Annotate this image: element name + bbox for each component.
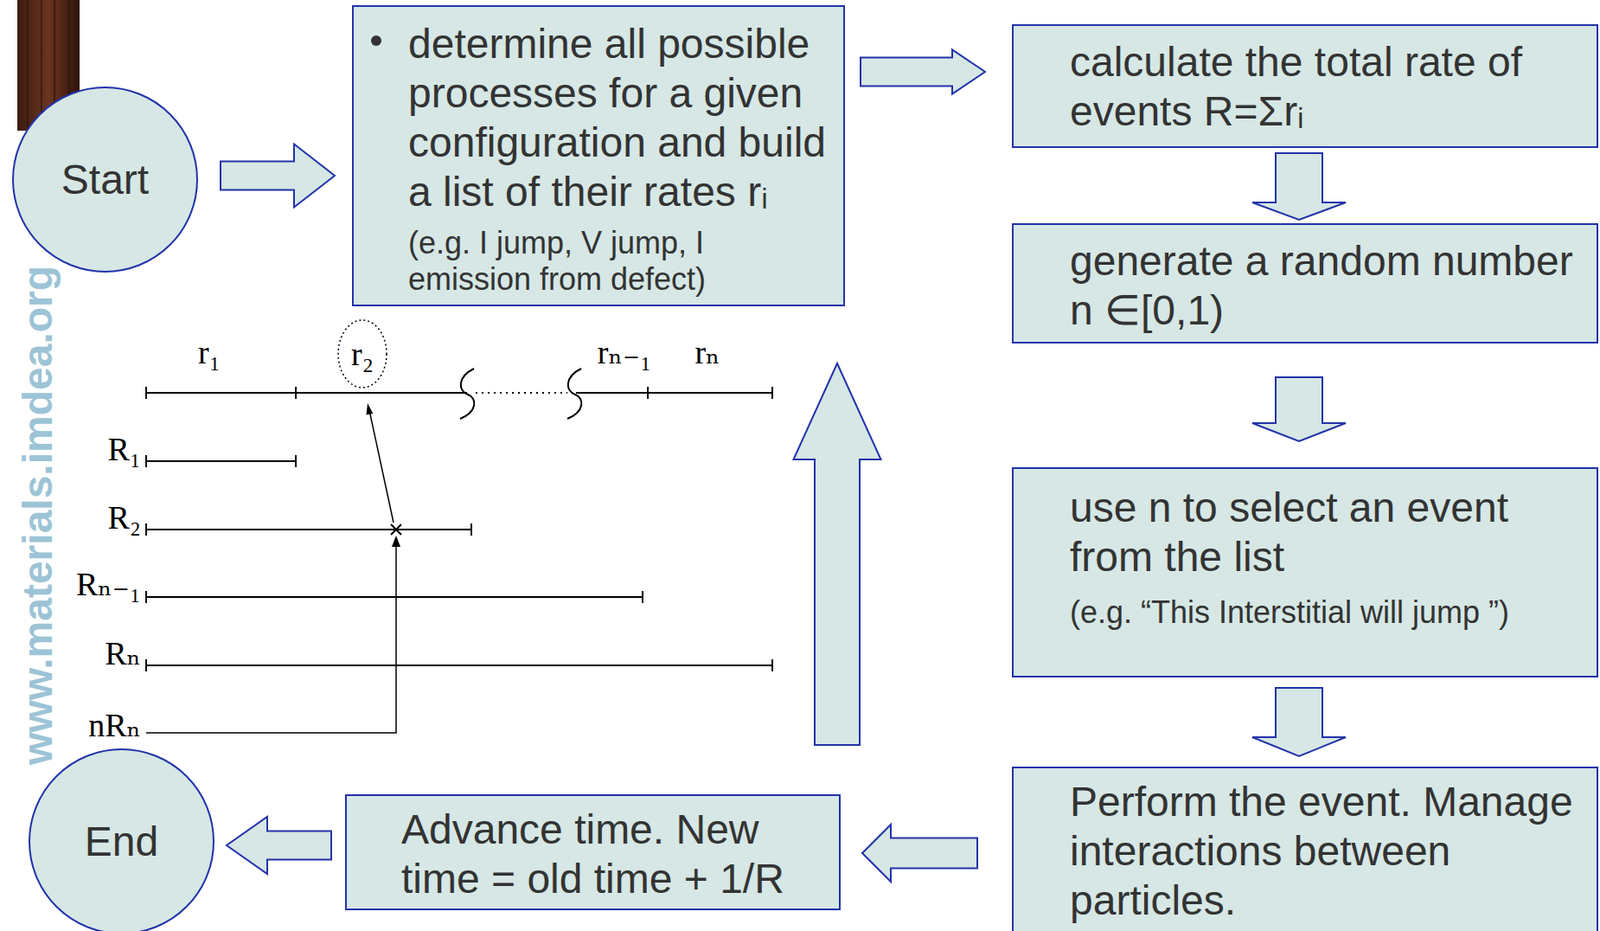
box-text: calculate the total rate of events R=Σrᵢ [1069,37,1581,136]
block-arrow [1252,687,1346,756]
axis-break [460,368,474,419]
rate-label: rₙ [694,335,720,369]
rate-label: r₂ [351,337,374,371]
process-box: use n to select an event from the list (e… [1011,467,1599,678]
terminal-circle: End [28,748,215,931]
rate-label: R₂ [107,500,141,534]
rate-label: r₁ [198,335,221,369]
cumulative-bar [146,523,472,536]
rate-label: Rₙ₋₁ [76,567,141,601]
process-box: Advance time. New time = old time + 1/R [345,793,841,910]
bullet-dot [371,35,382,46]
box-text: End [84,816,159,866]
process-box: generate a random number n ∈[0,1) [1011,223,1599,344]
axis-break [567,368,582,419]
box-text: use n to select an event from the list [1069,482,1589,582]
example-note: (e.g. “This Interstitial will jump ”) [1069,594,1589,631]
box-text: Start [61,154,149,205]
rate-axis [576,391,773,394]
block-arrow [1252,377,1346,442]
rate-label: rₙ₋₁ [597,335,652,369]
axis-tick [146,386,773,399]
rate-label: nRₙ [88,708,141,742]
arrow-head [391,535,401,547]
box-text: Advance time. New time = old time + 1/R [401,804,817,903]
example-note: (e.g. I jump, V jump, I emission from de… [408,224,815,298]
select-pointer [369,409,394,523]
cumulative-bar [146,659,773,672]
block-arrow [793,363,882,745]
cumulative-bar [146,454,296,468]
rate-label: Rₙ [104,636,141,670]
block-arrow [220,144,335,208]
box-text: determine all possible processes for a g… [408,19,837,217]
selected-ring [338,320,387,388]
rate-label: R₁ [107,432,141,466]
block-arrow [860,50,986,95]
cumulative-bar [146,590,643,603]
random-pointer [146,545,397,733]
block-arrow [862,824,978,882]
process-box: calculate the total rate of events R=Σrᵢ [1011,24,1599,148]
process-box: determine all possible processes for a g… [352,5,845,307]
block-arrow [226,816,332,874]
rate-axis-gap [475,391,568,394]
watermark: www.materials.imdea.org [17,265,59,765]
terminal-circle: Start [12,86,199,273]
arrow-head [366,403,374,416]
block-arrow [1252,153,1346,220]
box-text: Perform the event. Manage interactions b… [1069,776,1589,925]
box-text: generate a random number n ∈[0,1) [1069,236,1589,335]
process-box: Perform the event. Manage interactions b… [1011,766,1599,931]
rate-axis [146,391,468,394]
hit-mark [390,524,402,535]
